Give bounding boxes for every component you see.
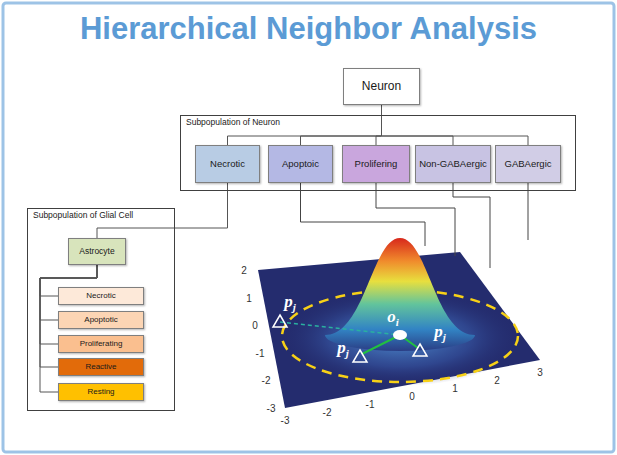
tree-connector bbox=[382, 105, 529, 145]
page-frame bbox=[3, 3, 614, 452]
symbol-base: p bbox=[337, 338, 346, 357]
axis-tick-label: 2 bbox=[494, 375, 500, 386]
point-label: oi bbox=[387, 308, 399, 328]
axis-tick-label: -3 bbox=[281, 415, 290, 426]
box-label: GABAergic bbox=[505, 159, 552, 170]
leader-line bbox=[376, 183, 455, 256]
box-label: Reactive bbox=[85, 362, 116, 371]
axis-tick-label: 0 bbox=[409, 391, 415, 402]
tree-connector bbox=[376, 105, 382, 145]
axis-tick-label: 1 bbox=[246, 293, 252, 304]
symbol-subscript: j bbox=[346, 347, 349, 359]
symbol-subscript: j bbox=[443, 331, 446, 343]
group-heading: Subpopulation of Neuron bbox=[186, 118, 280, 128]
axis-tick-label: 3 bbox=[537, 367, 543, 378]
axis-tick-label: -1 bbox=[256, 348, 265, 359]
symbol-base: o bbox=[387, 307, 396, 326]
point-label: pj bbox=[284, 293, 296, 313]
category-box: Non-GABAergic bbox=[415, 145, 491, 183]
symbol-subscript: i bbox=[396, 316, 399, 328]
symbol-subscript: j bbox=[293, 301, 296, 313]
neighbor-triangle bbox=[273, 315, 287, 327]
neighbor-triangle bbox=[353, 350, 367, 362]
tree-connector bbox=[382, 105, 454, 145]
axis-tick-label: 1 bbox=[452, 383, 458, 394]
box-label: Non-GABAergic bbox=[419, 159, 487, 170]
box-label: Necrotic bbox=[210, 159, 245, 170]
axis-tick-label: -1 bbox=[366, 399, 375, 410]
neighbor-triangle bbox=[413, 344, 427, 356]
leader-line bbox=[528, 183, 529, 240]
box-label: Necrotic bbox=[86, 291, 115, 300]
group-box: Subpopulation of Glial CellAstrocyteNecr… bbox=[27, 208, 175, 411]
box-label: Apoptoic bbox=[282, 159, 319, 170]
box-label: Apoptotic bbox=[84, 315, 117, 324]
point-label: pj bbox=[434, 323, 446, 343]
axis-tick-label: -2 bbox=[262, 375, 271, 386]
root-box: Neuron bbox=[343, 68, 420, 105]
box-label: Resting bbox=[87, 387, 114, 396]
leader-line bbox=[453, 183, 490, 268]
group-heading: Subpopulation of Glial Cell bbox=[33, 211, 133, 221]
box-label: Prolifering bbox=[355, 159, 398, 170]
cell-type-box: Astrocyte bbox=[68, 238, 126, 265]
state-box: Reactive bbox=[58, 358, 144, 376]
box-label: Proliferating bbox=[80, 339, 123, 348]
box-label: Astrocyte bbox=[79, 247, 114, 257]
state-box: Proliferating bbox=[58, 335, 144, 353]
category-box: Apoptoic bbox=[268, 145, 333, 183]
symbol-base: p bbox=[434, 322, 443, 341]
box-label: Neuron bbox=[362, 80, 401, 94]
diagram-title: Hierarchical Neighbor Analysis bbox=[0, 11, 617, 47]
category-box: Prolifering bbox=[342, 145, 410, 183]
axis-tick-label: 0 bbox=[252, 320, 258, 331]
state-box: Necrotic bbox=[58, 287, 144, 305]
neighbor-link bbox=[280, 322, 400, 335]
tree-connector bbox=[301, 105, 382, 145]
gaussian-peak bbox=[325, 238, 475, 351]
category-box: GABAergic bbox=[495, 145, 561, 183]
state-box: Resting bbox=[58, 383, 144, 401]
state-box: Apoptotic bbox=[58, 311, 144, 329]
axis-tick-label: -2 bbox=[323, 407, 332, 418]
category-box: Necrotic bbox=[195, 145, 260, 183]
symbol-base: p bbox=[284, 292, 293, 311]
leader-line bbox=[301, 183, 426, 246]
center-point bbox=[393, 330, 407, 340]
axis-tick-label: -3 bbox=[267, 403, 276, 414]
point-label: pj bbox=[337, 339, 349, 359]
group-box: Subpopulation of NeuronNecrotic Apoptoic P… bbox=[180, 115, 576, 191]
axis-tick-label: 2 bbox=[241, 265, 247, 276]
